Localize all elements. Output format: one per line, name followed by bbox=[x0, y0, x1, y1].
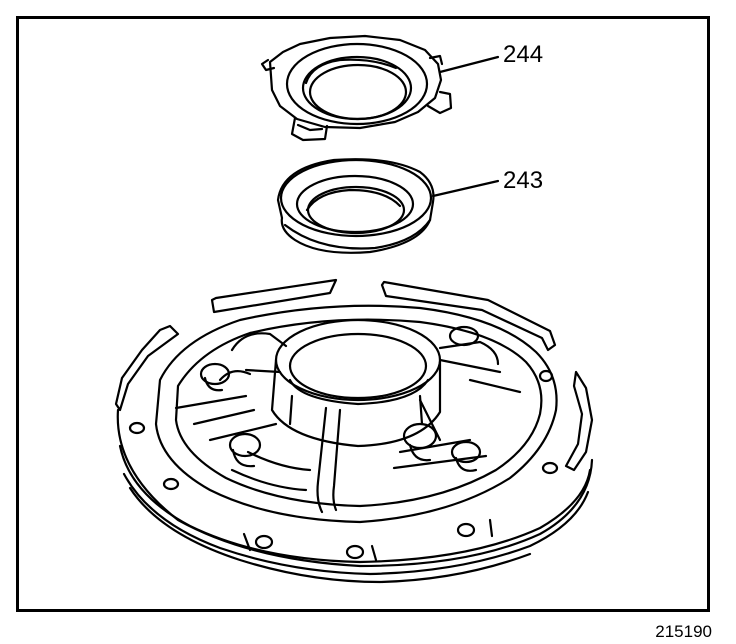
illustration-frame bbox=[16, 16, 710, 612]
figure-number: 215190 bbox=[655, 622, 712, 641]
part-243-seal bbox=[276, 158, 435, 254]
part-244-seal bbox=[260, 34, 453, 142]
pump-housing bbox=[114, 278, 594, 584]
callout-label-243: 243 bbox=[503, 167, 544, 194]
callout-leader-243 bbox=[431, 179, 500, 198]
callout-label-244: 244 bbox=[503, 41, 544, 68]
callout-leader-244 bbox=[438, 55, 500, 74]
